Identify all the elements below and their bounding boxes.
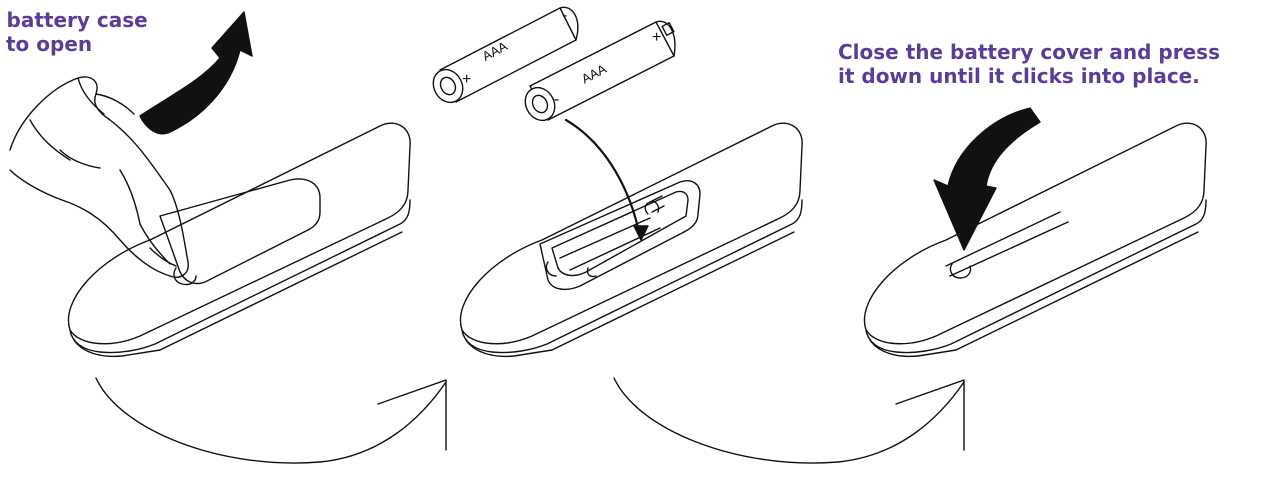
battery-2: AAA + -	[524, 20, 676, 122]
step-3-caption-line-2: it down until it clicks into place.	[838, 64, 1200, 88]
step-3-remote	[863, 122, 1207, 358]
battery-1: AAA + -	[432, 6, 579, 104]
next-step-arrow-2	[613, 377, 965, 464]
battery-1-minus: -	[562, 7, 567, 24]
battery-2-plus: +	[652, 29, 661, 46]
step-1-caption: e battery case to open	[0, 8, 148, 56]
battery-2-minus: -	[554, 91, 559, 108]
step-1-caption-line-2: to open	[6, 32, 93, 56]
step-1-remote	[67, 122, 411, 358]
next-step-arrow-1	[95, 377, 447, 464]
step-3-caption-line-1: Close the battery cover and press	[838, 40, 1220, 64]
press-down-arrow-icon	[933, 107, 1041, 251]
step-1-caption-line-1: e battery case	[0, 8, 148, 32]
insert-arrow-icon	[564, 118, 649, 241]
finger-illustration	[9, 76, 189, 278]
battery-1-plus: +	[462, 71, 471, 88]
lift-arrow-icon	[139, 11, 253, 135]
step-2-remote	[459, 122, 803, 358]
step-3-caption: Close the battery cover and press it dow…	[838, 40, 1220, 88]
